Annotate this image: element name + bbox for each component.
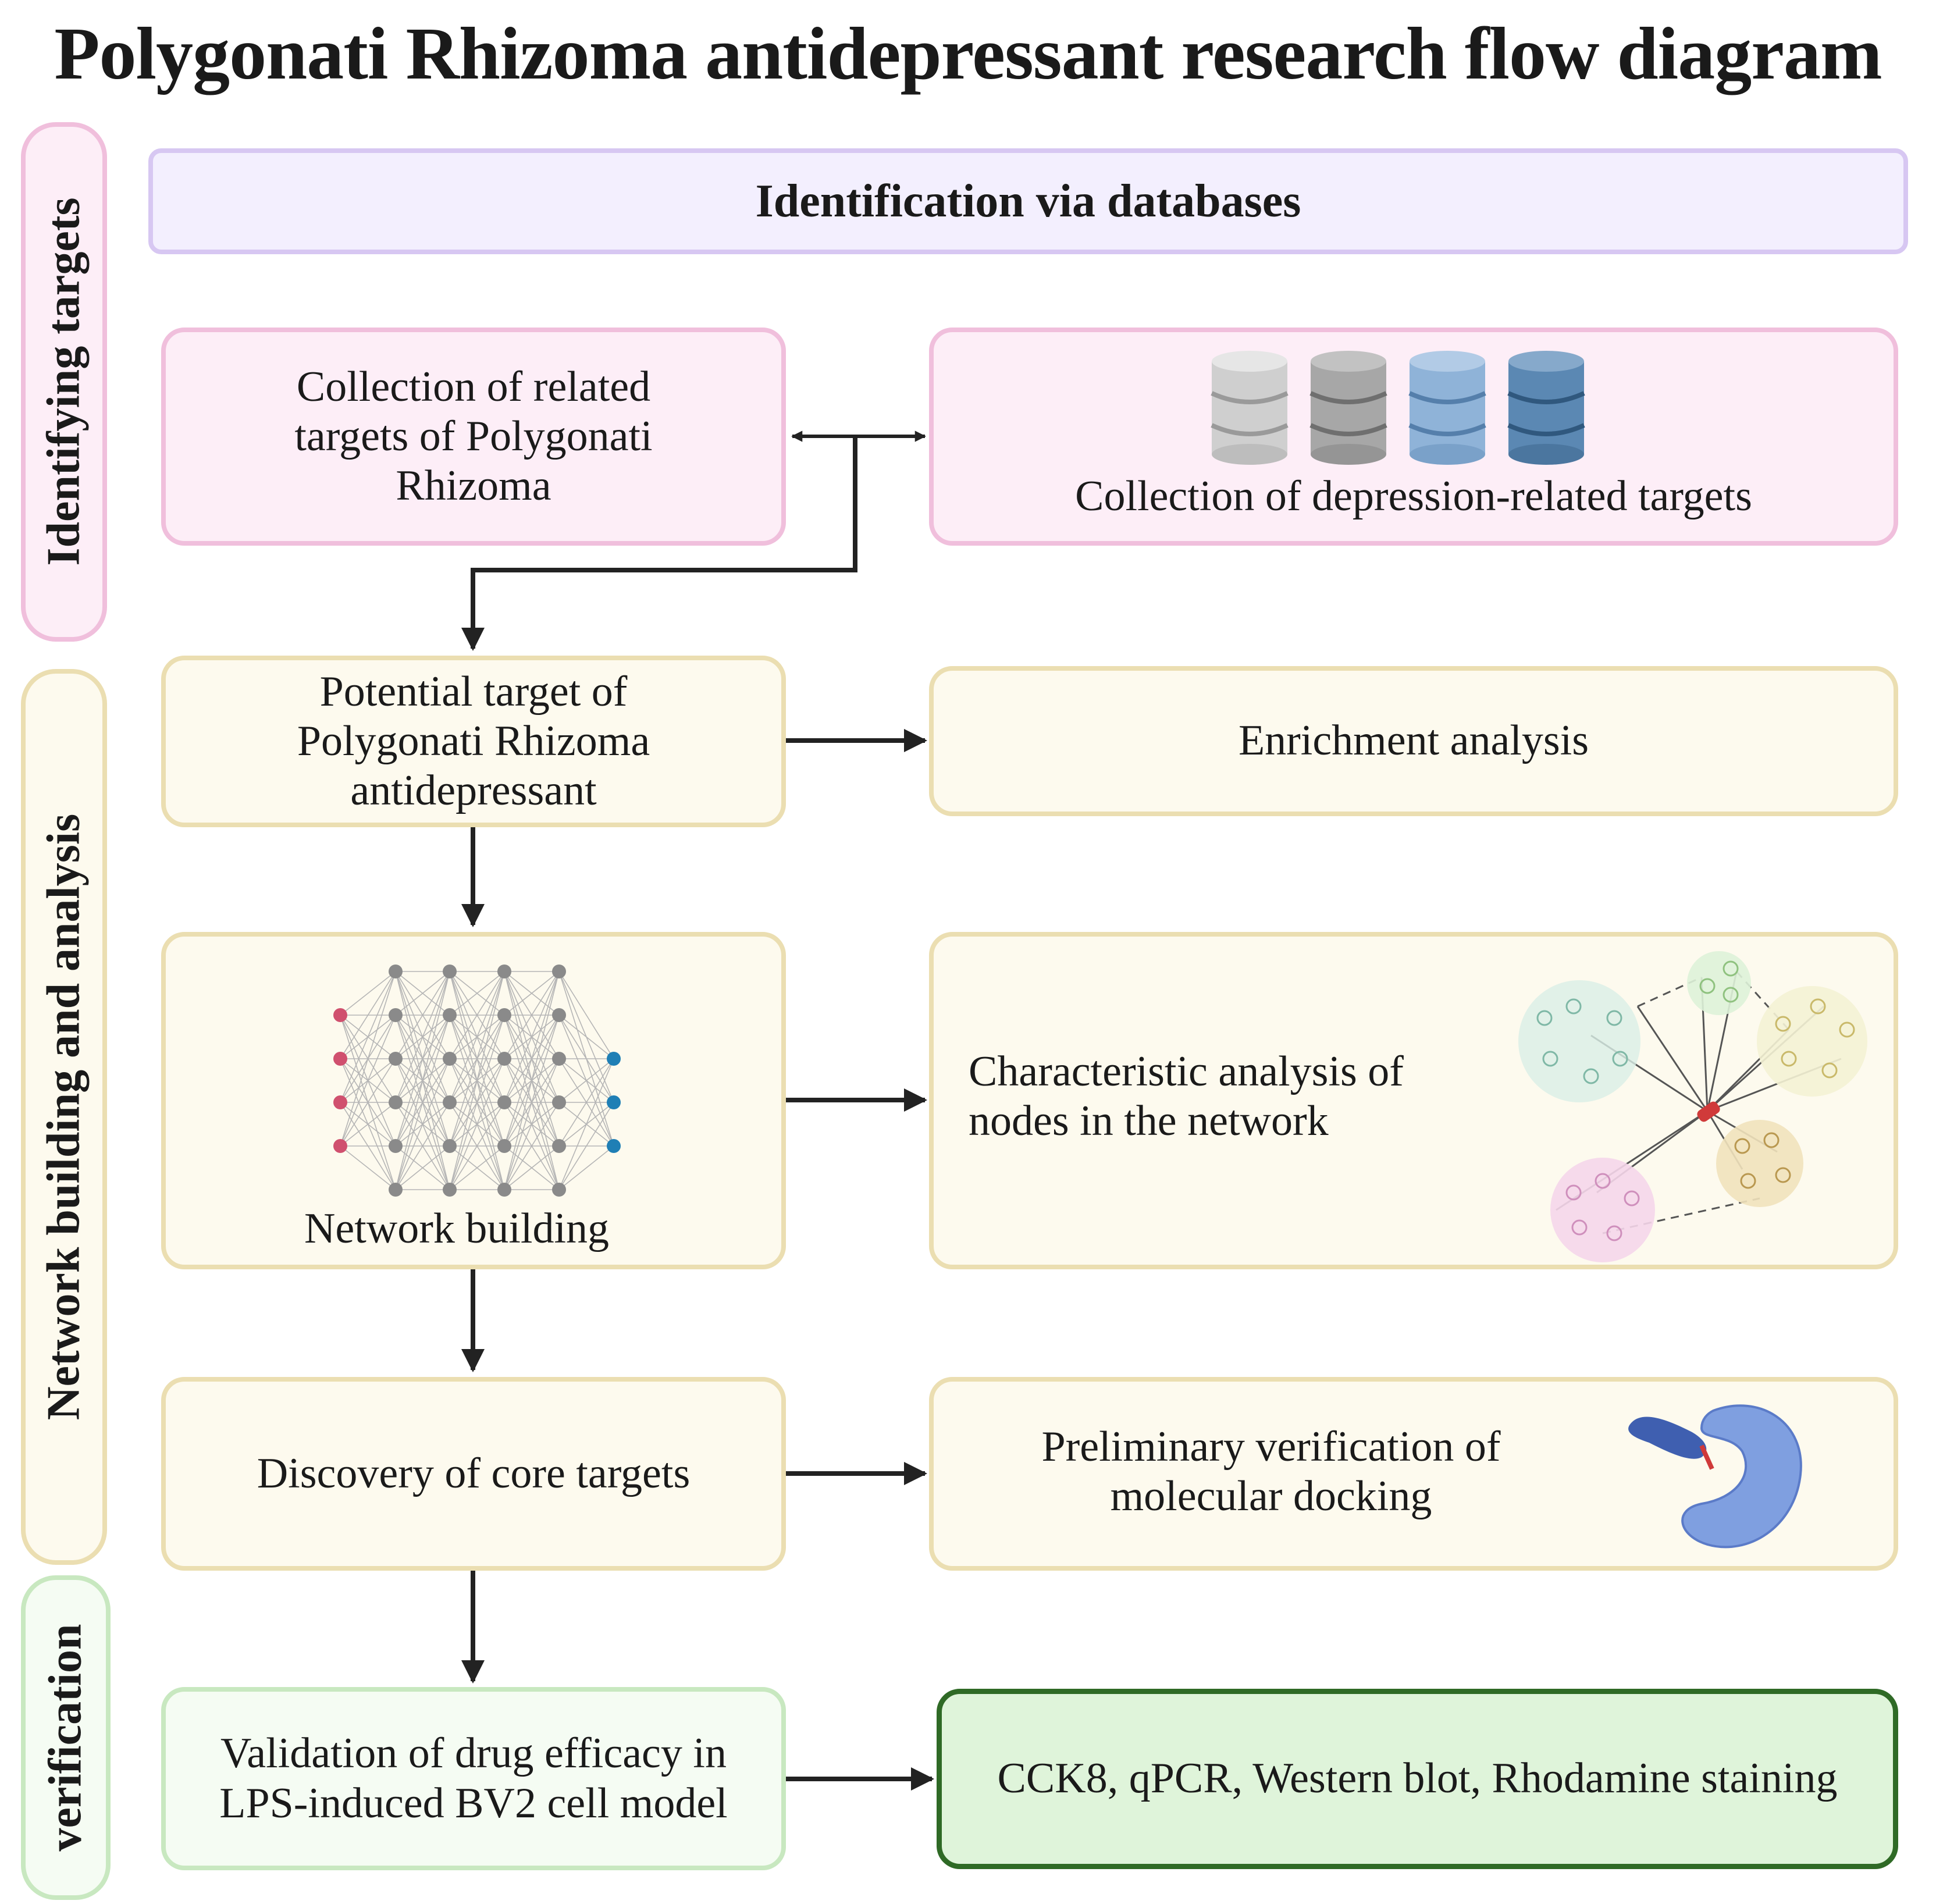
box-potential-target-text: Potential target of Polygonati Rhizoma a… <box>297 667 650 815</box>
network-node <box>333 1008 347 1022</box>
database-icon <box>1408 351 1486 465</box>
network-node <box>443 1183 457 1197</box>
cluster-nodes <box>1536 960 1855 1241</box>
network-node <box>552 1095 566 1109</box>
box-characteristic-analysis: Characteristic analysis of nodes in the … <box>929 932 1898 1269</box>
network-node <box>497 1052 511 1066</box>
network-node <box>443 965 457 978</box>
network-node <box>497 1183 511 1197</box>
network-node <box>389 1008 403 1022</box>
phase-identifying-targets <box>21 122 107 642</box>
network-node <box>389 1052 403 1066</box>
box-molecular-docking: Preliminary verification of molecular do… <box>929 1377 1898 1571</box>
network-node <box>552 965 566 978</box>
box-molecular-docking-text: Preliminary verification of molecular do… <box>1041 1423 1501 1521</box>
box-pr-related-targets: Collection of related targets of Polygon… <box>161 328 786 546</box>
network-node <box>497 1139 511 1153</box>
arrow-to-potential-target <box>461 436 857 651</box>
network-node <box>607 1139 621 1153</box>
network-node <box>552 1008 566 1022</box>
box-network-building: Network building <box>161 932 786 1269</box>
box-enrichment-analysis: Enrichment analysis <box>929 666 1898 816</box>
database-icon <box>1309 351 1387 465</box>
diagram-title: Polygonati Rhizoma antidepressant resear… <box>54 12 1882 95</box>
network-edges <box>340 971 614 1190</box>
database-icons <box>1211 351 1585 465</box>
network-node <box>443 1139 457 1153</box>
database-icon <box>1507 351 1585 465</box>
network-node <box>333 1139 347 1153</box>
box-assays-text: CCK8, qPCR, Western blot, Rhodamine stai… <box>997 1754 1838 1803</box>
network-node <box>552 1139 566 1153</box>
network-node <box>443 1008 457 1022</box>
box-assays: CCK8, qPCR, Western blot, Rhodamine stai… <box>937 1689 1898 1869</box>
box-network-building-text: Network building <box>304 1205 610 1252</box>
network-node <box>333 1095 347 1109</box>
box-depression-targets: Collection of depression-related targets <box>929 328 1898 546</box>
box-potential-target: Potential target of Polygonati Rhizoma a… <box>161 656 786 827</box>
network-node <box>389 1183 403 1197</box>
box-validation-model-text: Validation of drug efficacy in LPS-induc… <box>219 1729 728 1827</box>
network-node <box>443 1095 457 1109</box>
box-validation-model: Validation of drug efficacy in LPS-induc… <box>161 1687 786 1870</box>
network-node <box>333 1052 347 1066</box>
network-node <box>389 965 403 978</box>
network-node <box>389 1095 403 1109</box>
network-node <box>497 1095 511 1109</box>
box-depression-targets-text: Collection of depression-related targets <box>1075 472 1752 520</box>
phase-verification <box>21 1575 111 1900</box>
network-cluster-graphic <box>1518 951 1867 1262</box>
network-node <box>607 1052 621 1066</box>
neural-network-graphic <box>333 965 621 1197</box>
network-node <box>497 965 511 978</box>
box-characteristic-analysis-text: Characteristic analysis of nodes in the … <box>969 1048 1404 1145</box>
network-node <box>552 1052 566 1066</box>
network-node <box>389 1139 403 1153</box>
network-node <box>607 1095 621 1109</box>
hub-node <box>1697 1101 1720 1122</box>
protein-ligand-icon <box>1628 1404 1802 1549</box>
database-icon <box>1211 351 1289 465</box>
box-core-targets: Discovery of core targets <box>161 1377 786 1571</box>
box-pr-related-targets-text: Collection of related targets of Polygon… <box>294 362 653 510</box>
header-identification-databases: Identification via databases <box>148 148 1908 254</box>
network-node <box>497 1008 511 1022</box>
network-node <box>552 1183 566 1197</box>
network-node <box>443 1052 457 1066</box>
phase-network-building <box>21 669 107 1565</box>
